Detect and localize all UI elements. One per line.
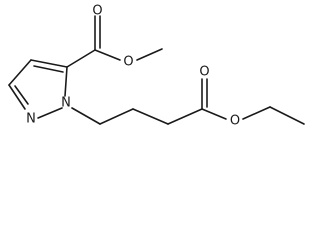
bond-ring-c4-c3 xyxy=(8,59,32,86)
bond-n1-to-ch2-a xyxy=(71,107,101,125)
bond-carbonyl-c-to-o-ethyl xyxy=(201,108,227,120)
bond-ring-c3-n2-inner xyxy=(14,85,29,105)
bond-ring-c3-n2 xyxy=(8,84,26,110)
bond-ring-n2-n1 xyxy=(37,107,63,119)
bond-ring-c5-c4-inner xyxy=(33,65,64,73)
bond-o-ethyl-to-ch2 xyxy=(242,106,271,120)
bond-ch2-a-to-ch2-b xyxy=(99,108,134,125)
chemical-structure-diagram: O O N N O O xyxy=(8,4,305,129)
atom-n-ring-lower: N xyxy=(26,112,36,127)
bond-ch2-b-to-ch2-c xyxy=(132,108,169,125)
bond-ring-n1-c5 xyxy=(64,66,68,97)
bond-ring-c5-c4 xyxy=(30,59,68,68)
bond-ch2-c-to-carbonyl-c xyxy=(167,108,203,125)
atom-o-ester-ethyl: O xyxy=(230,114,240,129)
atom-o-carbonyl-right: O xyxy=(199,65,209,80)
atom-o-ester-methyl: O xyxy=(123,55,133,70)
atom-n-ring-upper: N xyxy=(61,96,71,111)
atom-o-carbonyl-top: O xyxy=(92,4,102,19)
bond-carbonyl-c-to-o-ester xyxy=(94,49,121,61)
bond-o-ester-to-methyl xyxy=(136,48,163,61)
bond-ring-c5-to-carbonyl-c xyxy=(66,49,96,68)
bond-ch2-to-ch3 xyxy=(269,106,305,125)
